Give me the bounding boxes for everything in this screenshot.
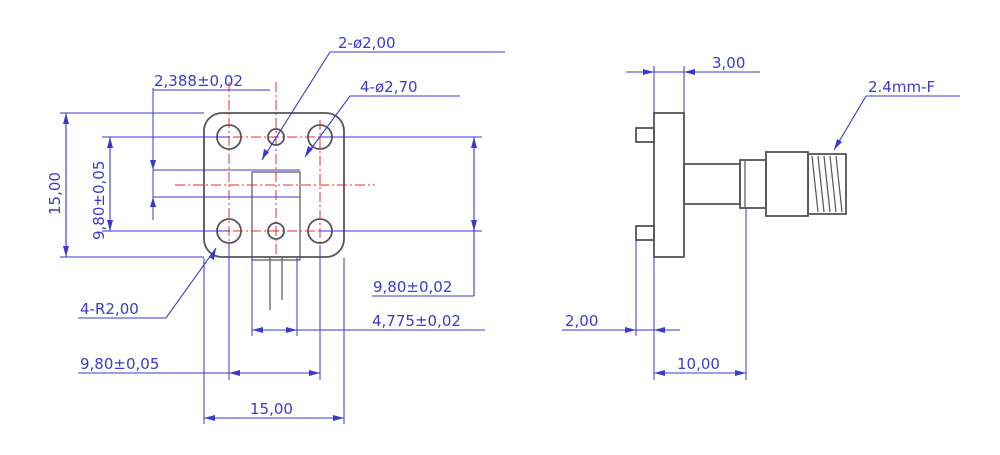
front-view: 2-ø2,00 4-ø2,70 2,388±0,02 15,00 9,80±0,… bbox=[46, 34, 505, 424]
side-collar bbox=[739, 159, 767, 209]
arrow-flange-left bbox=[643, 69, 654, 75]
arrow-flange-right bbox=[684, 69, 695, 75]
leader-hole-large bbox=[304, 95, 460, 158]
side-thread bbox=[807, 153, 847, 215]
label-width-pitch: 9,80±0,05 bbox=[80, 355, 159, 373]
arrow-body-left bbox=[654, 370, 665, 376]
arrow-pin-right bbox=[286, 327, 297, 333]
arrow-pin-len-right bbox=[654, 327, 665, 333]
side-flange bbox=[653, 112, 685, 258]
label-pin-offset: 4,775±0,02 bbox=[372, 312, 461, 330]
leader-hole-small bbox=[261, 51, 505, 161]
thread-lines bbox=[811, 155, 843, 213]
arrow-corner-radius bbox=[209, 248, 216, 260]
label-connector: 2.4mm-F bbox=[868, 78, 935, 96]
arrow-width-pitch-left bbox=[229, 370, 240, 376]
side-pin-top bbox=[635, 127, 655, 143]
arrow-width-right bbox=[333, 415, 344, 421]
arrow-pin-left bbox=[252, 327, 263, 333]
arrow-offset-top bbox=[150, 160, 156, 170]
leader-connector bbox=[833, 95, 960, 151]
label-corner-radius: 4-R2,00 bbox=[80, 300, 139, 318]
arrow-offset-bottom bbox=[150, 197, 156, 207]
label-hole-small: 2-ø2,00 bbox=[338, 34, 396, 52]
label-height-overall: 15,00 bbox=[46, 172, 64, 215]
label-hole-large: 4-ø2,70 bbox=[360, 78, 418, 96]
arrow-body-right bbox=[735, 370, 746, 376]
label-width-overall: 15,00 bbox=[250, 400, 293, 418]
label-height-pitch: 9,80±0,05 bbox=[90, 161, 108, 240]
leader-corner-radius bbox=[78, 247, 217, 319]
label-pin-length: 2,00 bbox=[565, 312, 598, 330]
arrow-hole-small bbox=[262, 149, 269, 160]
arrow-pin-len-left bbox=[625, 327, 636, 333]
label-body-length: 10,00 bbox=[677, 355, 720, 373]
side-pin-bottom bbox=[635, 225, 655, 241]
arrow-hole-large bbox=[305, 146, 313, 157]
label-flange-thickness: 3,00 bbox=[712, 54, 745, 72]
arrow-right-top bbox=[471, 137, 477, 148]
side-view: 3,00 2.4mm-F 2,00 10,00 bbox=[562, 54, 960, 380]
arrow-height-bottom bbox=[63, 246, 69, 257]
arrow-pitch-bottom bbox=[107, 220, 113, 231]
arrow-right-bottom bbox=[471, 220, 477, 231]
arrow-width-left bbox=[204, 415, 215, 421]
side-hex bbox=[765, 151, 809, 217]
label-offset: 2,388±0,02 bbox=[154, 72, 243, 90]
side-body bbox=[683, 163, 741, 205]
arrow-width-pitch-right bbox=[309, 370, 320, 376]
arrow-connector bbox=[834, 139, 842, 150]
arrow-pitch-top bbox=[107, 137, 113, 148]
arrow-height-top bbox=[63, 113, 69, 124]
label-right-pitch: 9,80±0,02 bbox=[373, 278, 452, 296]
